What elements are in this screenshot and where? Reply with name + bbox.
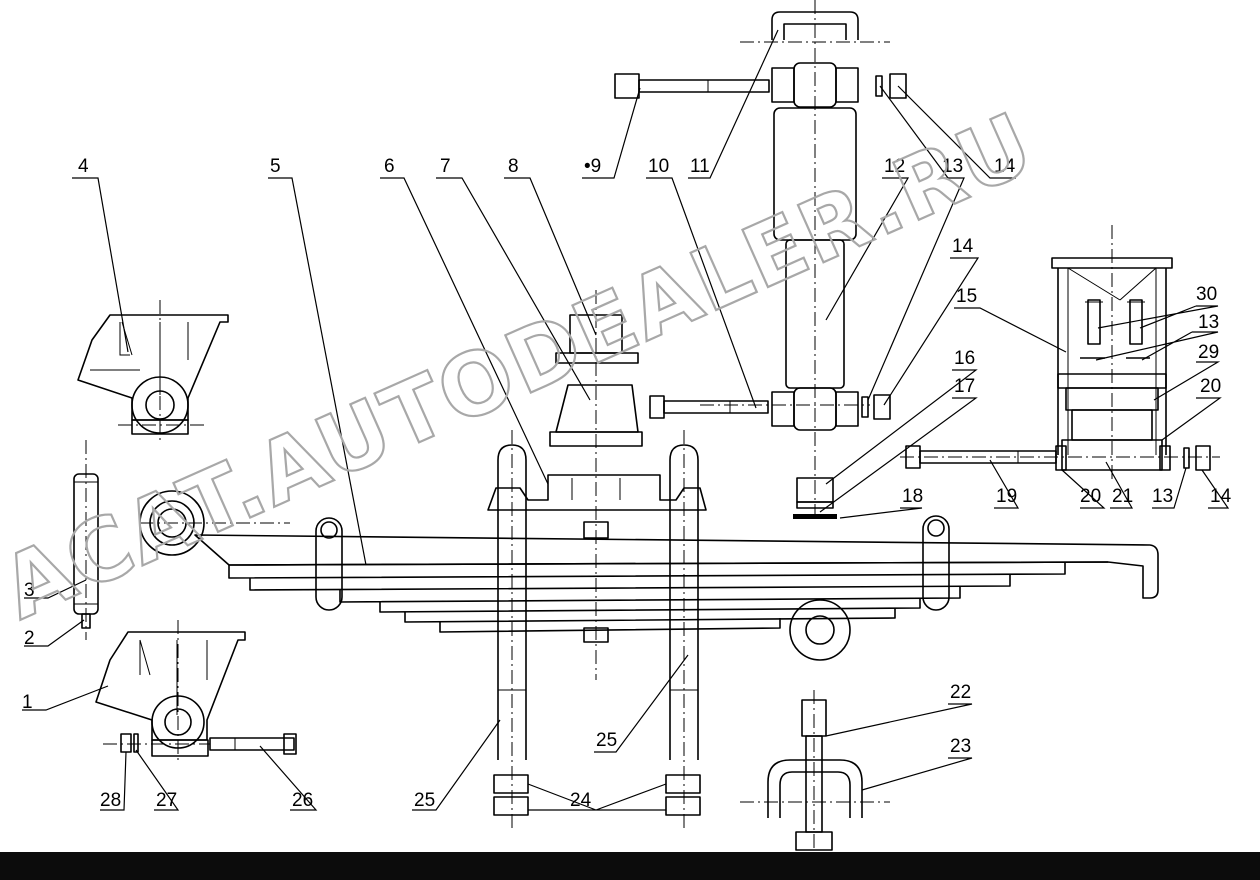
callout-13-top: 13	[942, 156, 963, 177]
callout-11: 11	[690, 156, 710, 177]
callout-3: 3	[24, 580, 35, 601]
callout-13-bottom: 13	[1152, 486, 1173, 507]
callout-27: 27	[156, 790, 177, 811]
callout-22: 22	[950, 682, 971, 703]
top-bolt	[614, 73, 907, 99]
callout-24: 24	[570, 790, 592, 811]
callout-14-bottom: 14	[1210, 486, 1232, 507]
callout-25-right: 25	[596, 730, 617, 751]
callout-10: 10	[648, 156, 669, 177]
spring-seat	[487, 290, 707, 680]
callout-21: 21	[1112, 486, 1133, 507]
leader-lines	[22, 29, 1230, 811]
lower-bolt	[649, 394, 891, 420]
callout-19: 19	[996, 486, 1017, 507]
callout-1: 1	[22, 692, 33, 713]
shock-lower-nut	[793, 477, 837, 519]
watermark: ACAT.AUTODEALER.RU	[0, 93, 1049, 641]
bottom-border-bar	[0, 852, 1260, 880]
callout-12: 12	[884, 156, 905, 177]
callout-30: 30	[1196, 284, 1217, 305]
callout-15: 15	[956, 286, 977, 307]
rear-hanger-assembly	[1051, 225, 1173, 480]
callout-13-right: 13	[1198, 312, 1219, 333]
callout-labels: 1 2 3 4 5 6 7 8 •9 10 11 12 13 14 14 15 …	[22, 156, 1232, 811]
callout-20-right: 20	[1200, 376, 1221, 397]
callout-8: 8	[508, 156, 519, 177]
callout-28: 28	[100, 790, 121, 811]
callout-7: 7	[440, 156, 451, 177]
front-bracket	[77, 300, 229, 440]
callout-14-mid: 14	[952, 236, 974, 257]
callout-20-bottom: 20	[1080, 486, 1101, 507]
watermark-text: ACAT.AUTODEALER.RU	[0, 94, 1048, 639]
callout-25-left: 25	[414, 790, 435, 811]
shock-absorber	[700, 0, 890, 520]
bump-stop	[549, 314, 643, 447]
callout-17: 17	[954, 376, 975, 397]
callout-2: 2	[24, 628, 35, 649]
callout-26: 26	[292, 790, 313, 811]
callout-14-top: 14	[994, 156, 1016, 177]
callout-6: 6	[384, 156, 395, 177]
spring-pin	[73, 440, 99, 640]
u-bolt-left	[497, 430, 527, 830]
axle-boss	[789, 599, 851, 661]
callout-5: 5	[270, 156, 281, 177]
rebound-clip-right	[922, 515, 950, 611]
callout-23: 23	[950, 736, 971, 757]
callout-18: 18	[902, 486, 923, 507]
rebound-clip-left	[315, 517, 343, 611]
callout-29: 29	[1198, 342, 1219, 363]
hanger-bolt	[900, 445, 1220, 471]
u-bolt-right	[669, 430, 699, 830]
callout-9: •9	[584, 156, 601, 177]
lower-u-bolt	[740, 690, 890, 851]
rear-bracket	[95, 620, 246, 760]
callout-4: 4	[78, 156, 89, 177]
spring-front-eye	[139, 490, 290, 556]
callout-16: 16	[954, 348, 975, 369]
leaf-spring-pack	[194, 534, 1159, 633]
